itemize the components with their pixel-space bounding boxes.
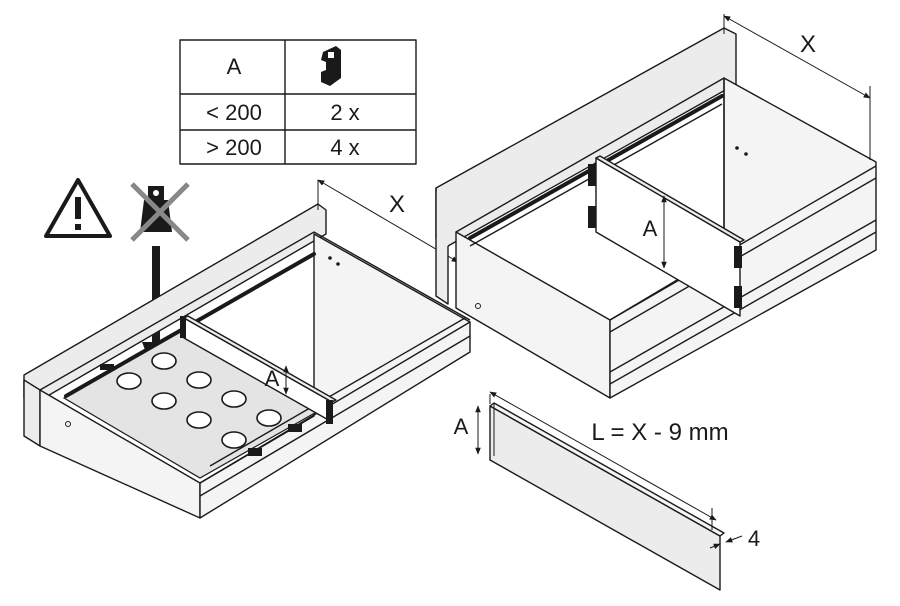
table-row-2-quantity: 4 x: [330, 135, 359, 160]
small-drawer-width-label: X: [389, 191, 405, 218]
large-drawer: A: [435, 27, 877, 399]
large-divider-height-label: A: [643, 216, 658, 241]
table-row-1-condition: < 200: [206, 100, 262, 125]
table-row-2-condition: > 200: [206, 135, 262, 160]
panel-height-label: A: [454, 414, 469, 439]
table-row-1-quantity: 2 x: [330, 100, 359, 125]
small-divider-height-label: A: [265, 366, 280, 391]
panel-length-formula: L = X - 9 mm: [591, 419, 728, 446]
large-drawer-width-dimension: X: [723, 14, 871, 160]
small-drawer: A: [23, 203, 471, 519]
crossed-out-weight-icon: [130, 182, 190, 242]
quantity-table: A < 200 2 x > 200 4 x: [179, 39, 417, 165]
divider-panel: A L = X - 9 mm 4: [454, 391, 760, 591]
table-header-a: A: [227, 54, 242, 79]
large-drawer-width-label: X: [800, 31, 816, 58]
clip-connector-icon: [321, 46, 341, 86]
panel-thickness-label: 4: [748, 526, 760, 551]
bottom-holes: [116, 352, 282, 449]
warning-triangle-icon: [44, 178, 112, 238]
